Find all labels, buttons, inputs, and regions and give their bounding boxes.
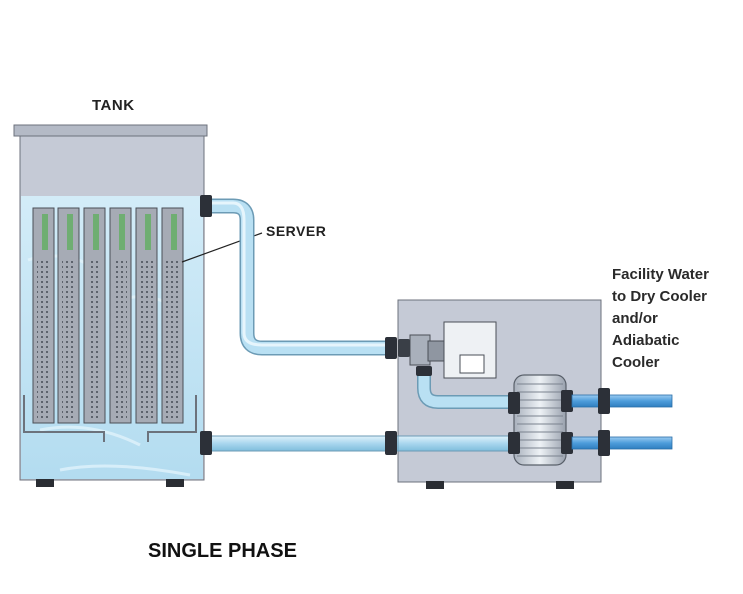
server-blade [135, 207, 158, 424]
facility-label-line: and/or [612, 310, 658, 327]
facility-water-pipes [571, 388, 673, 456]
server-blade [57, 207, 80, 424]
coolant-pipes [209, 198, 401, 452]
tank-fittings [200, 195, 212, 455]
server-blade [32, 207, 55, 424]
tank-manifold-right [147, 395, 197, 442]
server-blade [109, 207, 132, 424]
coolant-distribution-unit [385, 299, 602, 489]
facility-label-line: to Dry Cooler [612, 288, 708, 305]
tank-foot-left [36, 479, 54, 487]
tank-manifold-left [23, 395, 105, 442]
facility-label-line: Facility Water [612, 266, 709, 283]
server-rack [23, 207, 197, 442]
server-label: SERVER [266, 223, 327, 239]
cdu-foot-right [556, 481, 574, 489]
facility-water-label: Facility Water to Dry Cooler and/or Adia… [612, 264, 709, 374]
cdu-foot-left [426, 481, 444, 489]
tank-foot-right [166, 479, 184, 487]
facility-label-line: Adiabatic [612, 332, 680, 349]
heat-exchanger [508, 374, 573, 466]
facility-label-line: Cooler [612, 354, 660, 371]
diagram-caption: SINGLE PHASE [148, 540, 297, 562]
cold-coolant-pipe [209, 435, 401, 452]
server-blade [161, 207, 184, 424]
server-blade [83, 207, 106, 424]
tank-label: TANK [92, 97, 135, 114]
